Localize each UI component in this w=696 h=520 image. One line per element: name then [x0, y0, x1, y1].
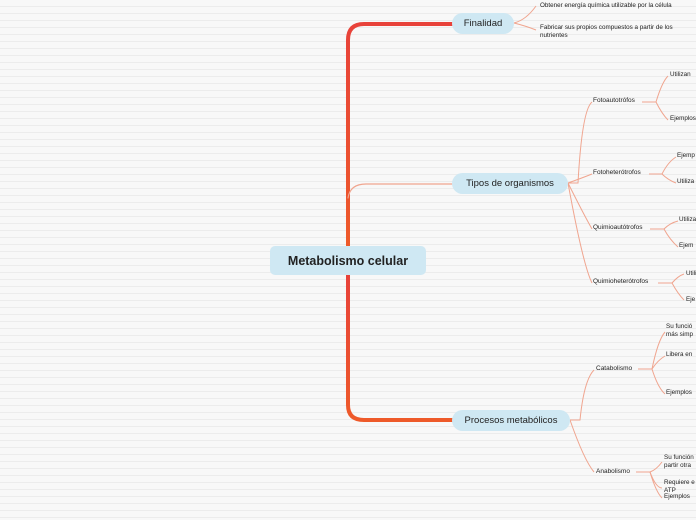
trunk-to-tipos	[347, 183, 453, 199]
leaf-anabolismo-requiere[interactable]: Requiere e	[664, 479, 695, 486]
line-tipos-fotoauto	[568, 101, 593, 184]
leaf-fotoheterotrofos-ejemp[interactable]: Ejemp	[677, 152, 695, 159]
leaf-quimioheterotrofos-utili[interactable]: Utili	[686, 270, 696, 277]
subtopic-quimioheterotrofos[interactable]: Quimioheterótrofos	[593, 278, 649, 285]
line-anab-b	[649, 471, 663, 489]
line-catab-c	[651, 368, 666, 395]
topic-tipos-de-organismos[interactable]: Tipos de organismos	[452, 173, 568, 194]
leaf-quimioheterotrofos-eje[interactable]: Eje	[686, 296, 696, 303]
line-tipos-quimiohetero	[567, 182, 593, 284]
leaf-catabolismo-funcion-2: más simp	[666, 331, 693, 338]
line-quimiohetero-b	[671, 282, 685, 301]
subtopic-anabolismo[interactable]: Anabolismo	[596, 468, 630, 475]
leaf-catabolismo-ejemplos[interactable]: Ejemplos	[666, 389, 692, 396]
line-fotoauto-b	[655, 101, 669, 121]
trunk-line	[346, 22, 454, 248]
leaf-fotoautotrofos-utilizan[interactable]: Utilizan	[670, 71, 691, 78]
line-fotohetero-a	[649, 156, 677, 175]
subtopic-fotoautotrofos[interactable]: Fotoautotrófos	[593, 97, 635, 104]
line-quimioauto-b	[663, 228, 679, 248]
line-finalidad-1	[513, 5, 537, 24]
line-anab-a	[636, 461, 663, 473]
topic-procesos-metabolicos[interactable]: Procesos metabólicos	[452, 410, 570, 431]
leaf-fotoautotrofos-ejemplos[interactable]: Ejemplos	[670, 115, 696, 122]
line-quimioauto-a	[650, 220, 679, 230]
line-quimiohetero-a	[658, 273, 685, 284]
subtopic-finalidad-compuestos[interactable]: Fabricar sus propios compuestos a partir…	[540, 24, 673, 31]
subtopic-catabolismo[interactable]: Catabolismo	[596, 365, 633, 372]
line-tipos-fotohetero	[567, 173, 593, 184]
line-finalidad-2	[513, 22, 537, 31]
leaf-catabolismo-libera[interactable]: Libera en	[666, 351, 693, 358]
leaf-anabolismo-funcion[interactable]: Su función	[664, 454, 694, 461]
subtopic-fotoheterotrofos[interactable]: Fotoheterótrofos	[593, 169, 641, 176]
line-procesos-catab	[570, 369, 595, 421]
subtopic-finalidad-nutrientes: nutrientes	[540, 32, 568, 39]
line-procesos-anab	[569, 419, 595, 473]
central-topic[interactable]: Metabolismo celular	[270, 246, 426, 275]
topic-finalidad[interactable]: Finalidad	[452, 13, 514, 34]
leaf-catabolismo-funcion[interactable]: Su funció	[666, 323, 693, 330]
line-anab-c	[649, 471, 663, 499]
line-catab-b	[651, 355, 666, 370]
leaf-fotoheterotrofos-utiliza[interactable]: Utiliza	[677, 178, 695, 185]
line-tipos-quimioauto	[567, 182, 593, 230]
subtopic-quimioautotrofos[interactable]: Quimioautótrofos	[593, 224, 643, 231]
leaf-quimioautotrofos-ejem[interactable]: Ejem	[679, 242, 694, 249]
leaf-quimioautotrofos-utiliza[interactable]: Utiliza	[679, 216, 696, 223]
leaf-anabolismo-ejemplos[interactable]: Ejemplos	[664, 493, 690, 500]
line-fotohetero-b	[661, 173, 677, 184]
leaf-anabolismo-funcion-2: partir otra	[664, 462, 691, 469]
subtopic-finalidad-energia[interactable]: Obtener energía química utilizable por l…	[540, 2, 672, 9]
leaf-anabolismo-atp: ATP	[664, 487, 676, 494]
line-catab-a	[638, 331, 666, 370]
line-fotoauto-a	[642, 75, 669, 103]
trunk-line-lower	[346, 273, 454, 422]
